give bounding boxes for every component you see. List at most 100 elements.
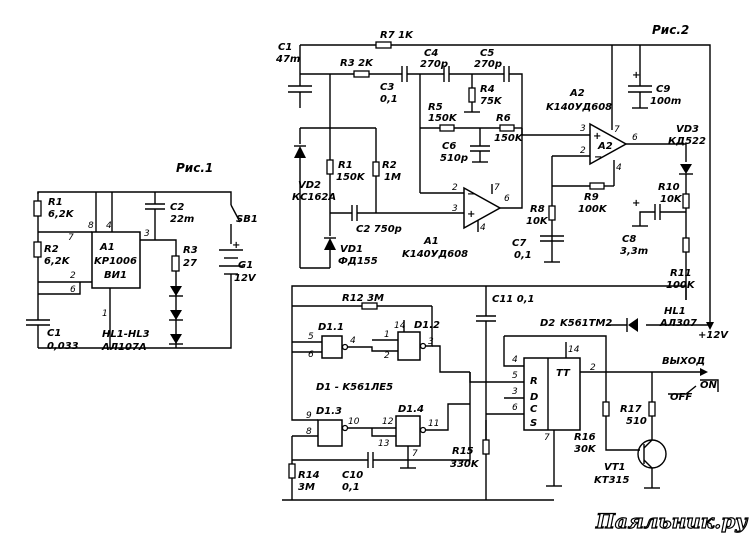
value-r3-fig1: 27 bbox=[183, 258, 197, 269]
label-r15: R15 bbox=[452, 446, 474, 457]
label-vt1: VT1 bbox=[604, 462, 626, 473]
label-r1-fig1: R1 bbox=[48, 197, 63, 208]
pin-3-d12: 3 bbox=[428, 337, 434, 347]
inv-d14 bbox=[419, 426, 427, 434]
value-vd1: ФД155 bbox=[338, 256, 378, 267]
pin-2-a2: 2 bbox=[580, 146, 586, 156]
figure-2: Рис.2 C1 47m R7 1K R3 2K C3 0,1 C4 270p … bbox=[275, 23, 729, 501]
resistor-r3-fig2 bbox=[353, 70, 370, 78]
pin-7-d14: 7 bbox=[412, 449, 418, 459]
value-vd3: КД522 bbox=[668, 136, 706, 147]
label-r8: R8 bbox=[530, 204, 545, 215]
value-vt1: KT315 bbox=[594, 475, 629, 486]
label-c1-fig2: C1 bbox=[278, 42, 292, 53]
value-r6: 150K bbox=[494, 133, 524, 144]
pin-6: 6 bbox=[70, 285, 76, 295]
value-r1-fig1: 6,2K bbox=[48, 209, 75, 220]
resistor-r5 bbox=[439, 124, 455, 132]
pin-14-d2: 14 bbox=[568, 345, 580, 355]
figure-1: Рис.1 R1 6,2K R2 6,2K C1 0,033 A1 KP1006… bbox=[26, 161, 258, 353]
value-vd2: КС162А bbox=[292, 192, 336, 203]
label-c2-fig2: C2 750p bbox=[356, 224, 402, 235]
value-d2: K561TM2 bbox=[560, 318, 612, 329]
label-tt: TT bbox=[556, 368, 571, 379]
value-r17: 510 bbox=[626, 416, 647, 427]
gate-d1-4 bbox=[395, 415, 421, 447]
value-r9: 100K bbox=[578, 204, 608, 215]
label-c6: C6 bbox=[442, 141, 456, 152]
pin-3-a1: 3 bbox=[452, 204, 458, 214]
label-vd3: VD3 bbox=[676, 124, 699, 135]
resistor-r9 bbox=[589, 182, 605, 190]
pin-7-d2: 7 bbox=[544, 433, 550, 443]
label-c4: C4 bbox=[424, 48, 438, 59]
label-d1-1: D1.1 bbox=[318, 322, 344, 333]
resistor-r2-fig2 bbox=[372, 161, 380, 177]
led-hl2-fig1 bbox=[170, 310, 182, 320]
label-r17: R17 bbox=[620, 404, 642, 415]
resistor-r11 bbox=[682, 237, 690, 253]
value-a2-fig2: K140УД608 bbox=[546, 102, 612, 113]
label-r4: R4 bbox=[480, 84, 495, 95]
resistor-r8 bbox=[548, 205, 556, 221]
value-c6: 510p bbox=[440, 153, 468, 164]
switch-sb1: SB1 bbox=[236, 214, 258, 225]
label-c10: C10 bbox=[342, 470, 363, 481]
resistor-r4 bbox=[468, 87, 476, 103]
label-r3-fig1: R3 bbox=[183, 245, 198, 256]
resistor-r1-fig1 bbox=[33, 200, 42, 217]
c8-plus: + bbox=[632, 198, 640, 209]
label-r6: R6 bbox=[496, 113, 511, 124]
plus-sign: + bbox=[232, 240, 240, 251]
label-c11: C11 0,1 bbox=[492, 294, 534, 305]
photodiode-vd1 bbox=[324, 238, 336, 250]
label-c9: C9 bbox=[656, 84, 670, 95]
label-hl-fig1: HL1-HL3 bbox=[102, 329, 150, 340]
value-c1-fig2: 47m bbox=[275, 54, 300, 65]
pin-9: 9 bbox=[306, 411, 312, 421]
label-s-pin: S bbox=[530, 418, 537, 429]
resistor-r1-fig2 bbox=[326, 159, 334, 175]
pin-7: 7 bbox=[68, 233, 74, 243]
label-r11: R11 bbox=[670, 268, 692, 279]
label-vd2: VD2 bbox=[298, 180, 321, 191]
pin-5-d11: 5 bbox=[308, 332, 314, 342]
value-c9: 100m bbox=[650, 96, 681, 107]
resistor-r6 bbox=[499, 124, 515, 132]
pin-3-a2: 3 bbox=[580, 124, 586, 134]
value-r14: 3M bbox=[298, 482, 315, 493]
value-r8: 10K bbox=[526, 216, 549, 227]
minus-a1: − bbox=[467, 189, 475, 200]
label-c5: C5 bbox=[480, 48, 494, 59]
transistor-vt1 bbox=[637, 439, 667, 469]
value-r5: 150K bbox=[428, 113, 458, 124]
pin-4: 4 bbox=[106, 221, 112, 231]
led-hl1-fig1 bbox=[170, 286, 182, 296]
led-hl1-fig2 bbox=[628, 318, 638, 332]
diode-vd3 bbox=[680, 164, 692, 174]
label-vd1: VD1 bbox=[340, 244, 363, 255]
pin-6-d11: 6 bbox=[308, 350, 314, 360]
pin-4-d11: 4 bbox=[350, 336, 356, 346]
label-r12: R12 3M bbox=[342, 293, 384, 304]
label-a1-fig1: A1 bbox=[99, 242, 115, 253]
label-d1: D1 - K561ЛЕ5 bbox=[316, 382, 393, 393]
label-c1-fig1: C1 bbox=[47, 328, 61, 339]
value-c7: 0,1 bbox=[514, 250, 532, 261]
inv-d11 bbox=[341, 343, 349, 351]
value-c5: 270p bbox=[474, 59, 502, 70]
resistor-r2-fig1 bbox=[33, 241, 42, 258]
value-r1-fig2: 150K bbox=[336, 172, 366, 183]
label-a2-fig2: A2 bbox=[569, 88, 585, 99]
inv-d13 bbox=[341, 424, 349, 432]
pin-8: 8 bbox=[88, 221, 94, 231]
pin-7-a2: 7 bbox=[614, 125, 620, 135]
pin-6-a2: 6 bbox=[632, 133, 638, 143]
value-c3: 0,1 bbox=[380, 94, 398, 105]
opamp-a2-fig2 bbox=[589, 122, 628, 166]
pin-13: 13 bbox=[378, 439, 390, 449]
pin-5-d2: 5 bbox=[512, 371, 518, 381]
pin-6-d2: 6 bbox=[512, 403, 518, 413]
label-d-pin: D bbox=[530, 392, 538, 403]
